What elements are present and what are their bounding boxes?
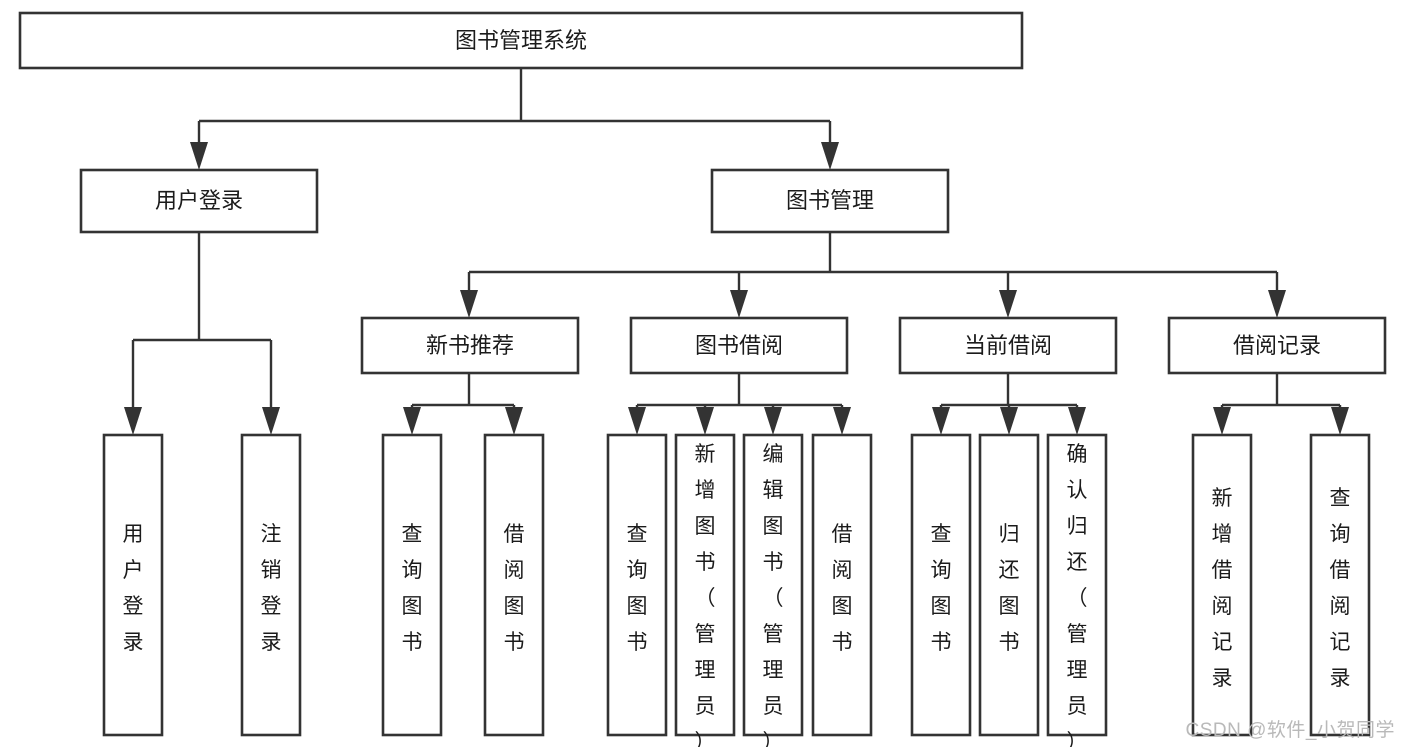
node-current-borrow-box[interactable]: [898, 316, 1118, 375]
leaf-query-record-label: 查询借阅记录: [1330, 487, 1351, 690]
leaf-borrow-book-2-label: 借阅图书: [832, 523, 853, 654]
arrow-head-leaf-query-book-3: [932, 407, 950, 435]
node-user-login[interactable]: 用户登录: [79, 168, 319, 234]
arrow-head-book-manage: [821, 142, 839, 170]
leaf-borrow-book-2-box[interactable]: [811, 433, 873, 737]
leaf-logout-box[interactable]: [240, 433, 302, 737]
leaf-return-book-label: 归还图书: [999, 523, 1020, 654]
leaf-query-book-3-label: 查询图书: [931, 523, 952, 654]
node-book-manage-box[interactable]: [710, 168, 950, 234]
arrow-head-leaf-add-record: [1213, 407, 1231, 435]
leaf-borrow-book-1[interactable]: 借阅图书: [483, 433, 545, 737]
leaf-query-record-box[interactable]: [1309, 433, 1371, 737]
leaf-edit-book-label: 编辑图书（管理员）: [763, 443, 784, 747]
leaf-return-book-box[interactable]: [978, 433, 1040, 737]
leaf-query-book-1[interactable]: 查询图书: [381, 433, 443, 737]
arrow-head-user-login: [190, 142, 208, 170]
arrow-head-leaf-borrow-book-2: [833, 407, 851, 435]
leaf-borrow-book-1-box[interactable]: [483, 433, 545, 737]
node-new-book-recommend-box[interactable]: [360, 316, 580, 375]
node-new-book-recommend-label: 新书推荐: [426, 333, 514, 358]
leaf-confirm-return-label: 确认归还（管理员）: [1067, 443, 1088, 747]
leaf-logout-label: 注销登录: [261, 523, 282, 654]
leaf-add-record-label: 新增借阅记录: [1212, 487, 1233, 690]
leaf-confirm-return-box[interactable]: [1046, 433, 1108, 737]
node-book-manage-label: 图书管理: [786, 188, 874, 213]
arrow-head-leaf-return-book: [1000, 407, 1018, 435]
arrow-head-leaf-logout: [262, 407, 280, 435]
leaf-edit-book-box[interactable]: [742, 433, 804, 737]
node-current-borrow[interactable]: 当前借阅: [898, 316, 1118, 375]
leaf-query-book-3-box[interactable]: [910, 433, 972, 737]
arrow-head-leaf-borrow-book-1: [505, 407, 523, 435]
node-root[interactable]: 图书管理系统: [18, 11, 1024, 70]
arrow-head-leaf-add-book: [696, 407, 714, 435]
arrow-head-leaf-edit-book: [764, 407, 782, 435]
leaf-user-login-box[interactable]: [102, 433, 164, 737]
node-user-login-box[interactable]: [79, 168, 319, 234]
arrow-head-leaf-query-book-1: [403, 407, 421, 435]
arrow-head-current-borrow: [999, 290, 1017, 318]
leaf-query-book-1-box[interactable]: [381, 433, 443, 737]
node-borrow-record-label: 借阅记录: [1233, 333, 1321, 358]
leaf-user-login[interactable]: 用户登录: [102, 433, 164, 737]
node-current-borrow-label: 当前借阅: [964, 333, 1052, 358]
arrow-head-book-borrow: [730, 290, 748, 318]
leaf-add-record-box[interactable]: [1191, 433, 1253, 737]
node-borrow-record-box[interactable]: [1167, 316, 1387, 375]
leaf-query-book-2-label: 查询图书: [627, 523, 648, 654]
leaf-query-book-2[interactable]: 查询图书: [606, 433, 668, 737]
connector-layer: [124, 68, 1349, 435]
arrow-head-borrow-record: [1268, 290, 1286, 318]
arrow-head-leaf-query-record: [1331, 407, 1349, 435]
node-user-login-label: 用户登录: [155, 188, 243, 213]
arrow-head-leaf-confirm-return: [1068, 407, 1086, 435]
arrow-head-leaf-user-login: [124, 407, 142, 435]
leaf-return-book[interactable]: 归还图书: [978, 433, 1040, 737]
leaf-query-book-2-box[interactable]: [606, 433, 668, 737]
leaf-add-book-box[interactable]: [674, 433, 736, 737]
node-new-book-recommend[interactable]: 新书推荐: [360, 316, 580, 375]
leaf-user-login-label: 用户登录: [123, 523, 144, 654]
node-book-borrow[interactable]: 图书借阅: [629, 316, 849, 375]
node-book-borrow-label: 图书借阅: [695, 333, 783, 358]
leaf-logout[interactable]: 注销登录: [240, 433, 302, 737]
leaf-borrow-book-2[interactable]: 借阅图书: [811, 433, 873, 737]
leaf-query-book-3[interactable]: 查询图书: [910, 433, 972, 737]
arrow-head-new-book-recommend: [460, 290, 478, 318]
node-book-manage[interactable]: 图书管理: [710, 168, 950, 234]
node-root-label: 图书管理系统: [455, 28, 587, 53]
leaf-confirm-return[interactable]: 确认归还（管理员）: [1046, 433, 1108, 747]
leaf-query-record[interactable]: 查询借阅记录: [1309, 433, 1371, 737]
node-borrow-record[interactable]: 借阅记录: [1167, 316, 1387, 375]
leaf-add-record[interactable]: 新增借阅记录: [1191, 433, 1253, 737]
leaf-add-book-label: 新增图书（管理员）: [695, 443, 716, 747]
leaf-borrow-book-1-label: 借阅图书: [504, 523, 525, 654]
leaf-add-book[interactable]: 新增图书（管理员）: [674, 433, 736, 747]
leaf-edit-book[interactable]: 编辑图书（管理员）: [742, 433, 804, 747]
leaf-query-book-1-label: 查询图书: [402, 523, 423, 654]
arrow-head-leaf-query-book-2: [628, 407, 646, 435]
node-book-borrow-box[interactable]: [629, 316, 849, 375]
node-root-box[interactable]: [18, 11, 1024, 70]
